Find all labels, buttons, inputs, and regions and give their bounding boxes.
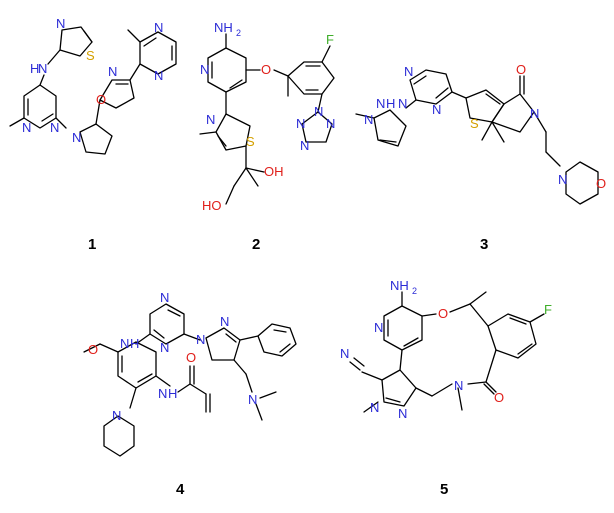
atom-label: S [86, 48, 95, 63]
compound-2-atom-labels: NH 2 N O F N N N N S N OH HO [200, 20, 335, 213]
compound-1-atom-labels: N S H N O N N N N N N [22, 16, 163, 145]
atom-label: N [454, 378, 463, 393]
compound-number-5: 5 [440, 481, 448, 498]
compound-4-atom-labels: N N H N N N O N O H N N [88, 290, 257, 423]
atom-label: N [196, 332, 205, 347]
atom-label: O [596, 176, 606, 191]
atom-label: N [108, 64, 117, 79]
compound-number-1: 1 [88, 236, 96, 253]
atom-label: N [154, 68, 163, 83]
atom-label: O [186, 350, 196, 365]
atom-label: H [130, 336, 139, 351]
atom-label: 2 [236, 28, 241, 38]
compound-number-3: 3 [480, 236, 488, 253]
atom-label: N [374, 320, 383, 335]
atom-label: N [558, 172, 567, 187]
atom-label: N [326, 116, 335, 131]
atom-label: H [386, 96, 395, 111]
atom-label: N [398, 96, 407, 111]
atom-label: N [220, 314, 229, 329]
atom-label: S [470, 116, 479, 131]
compound-5-structure [349, 291, 545, 413]
atom-label: F [544, 302, 552, 317]
atom-label: N [340, 346, 349, 361]
compound-3-atom-labels: N N H N N N S O N N O [364, 62, 606, 191]
atom-label: N [160, 290, 169, 305]
atom-label: N [314, 104, 323, 119]
atom-label: N [22, 120, 31, 135]
atom-label: N [160, 340, 169, 355]
atom-label: N [296, 116, 305, 131]
compound-3-structure [355, 69, 599, 205]
atom-label: N [376, 96, 385, 111]
atom-label: N [206, 112, 215, 127]
atom-label: O [96, 92, 106, 107]
atom-label: N [200, 62, 209, 77]
atom-label: N [398, 406, 407, 421]
compound-2-structure [199, 33, 335, 205]
atom-label: HO [202, 198, 222, 213]
compound-number-2: 2 [252, 236, 260, 253]
atom-label: N [120, 336, 129, 351]
atom-label: O [88, 342, 98, 357]
atom-label: OH [264, 164, 284, 179]
atom-label: N [56, 16, 65, 31]
compound-4-structure [83, 303, 297, 457]
atom-label: H [168, 386, 177, 401]
atom-label: N [432, 102, 441, 117]
atom-label: N [38, 61, 47, 76]
atom-label: N [370, 400, 379, 415]
atom-label: O [516, 62, 526, 77]
atom-label: N [248, 392, 257, 407]
atom-label: N [300, 138, 309, 153]
atom-label: S [246, 134, 255, 149]
compound-1-structure [9, 26, 177, 155]
atom-label: N [154, 20, 163, 35]
atom-label: O [494, 390, 504, 405]
atom-label: F [326, 32, 334, 47]
atom-label: NH [214, 20, 233, 35]
atom-label: 2 [412, 286, 417, 296]
atom-label: N [158, 386, 167, 401]
atom-label: N [50, 120, 59, 135]
atom-label: H [30, 61, 39, 76]
atom-label: N [112, 408, 121, 423]
atom-label: O [261, 62, 271, 77]
atom-label: N [72, 130, 81, 145]
compound-number-4: 4 [176, 481, 185, 498]
atom-label: N [364, 112, 373, 127]
atom-label: O [438, 306, 448, 321]
atom-label: N [530, 106, 539, 121]
atom-label: NH [390, 278, 409, 293]
compound-5-atom-labels: NH 2 N O F N N N N O [340, 278, 552, 421]
atom-label: N [404, 64, 413, 79]
